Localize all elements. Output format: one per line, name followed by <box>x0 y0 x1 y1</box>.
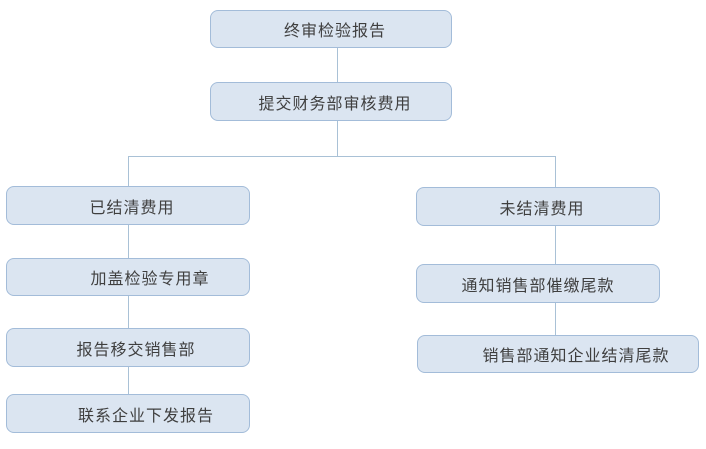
flow-node-label: 通知销售部催缴尾款 <box>461 277 615 295</box>
flow-node-submit-finance-fee-review: 提交财务部审核费用 <box>210 82 452 121</box>
flow-node-contact-enterprise-issue-report: 联系企业下发报告 <box>6 394 250 433</box>
connector-notify-to-settleup <box>555 303 556 335</box>
flow-node-label: 已结清费用 <box>89 199 175 217</box>
connector-branch-to-settled <box>128 156 129 186</box>
flow-node-report-transfer-sales: 报告移交销售部 <box>6 328 250 367</box>
flow-node-label: 销售部通知企业结清尾款 <box>482 348 670 365</box>
flow-node-final-inspection-report: 终审检验报告 <box>210 10 452 48</box>
flow-node-label: 报告移交销售部 <box>76 341 196 359</box>
flow-node-stamp-inspection-seal: 加盖检验专用章 <box>6 258 250 296</box>
connector-stamp-to-transfer <box>128 296 129 328</box>
flow-node-label: 终审检验报告 <box>283 23 386 40</box>
connector-report-to-submit <box>337 48 338 82</box>
flow-node-fees-settled: 已结清费用 <box>6 186 250 225</box>
flow-node-label: 加盖检验专用章 <box>90 271 210 288</box>
flow-node-label: 未结清费用 <box>499 200 585 218</box>
flow-node-label: 提交财务部审核费用 <box>258 95 412 113</box>
connector-branch-to-unsettled <box>555 156 556 187</box>
flow-node-label: 联系企业下发报告 <box>77 407 214 425</box>
flow-node-fees-unsettled: 未结清费用 <box>416 187 660 226</box>
connector-settled-to-stamp <box>128 225 129 258</box>
flow-node-notify-sales-collect-balance: 通知销售部催缴尾款 <box>416 264 660 303</box>
connector-branch-horizontal <box>128 156 556 157</box>
flow-node-sales-notify-enterprise-settle: 销售部通知企业结清尾款 <box>417 335 699 373</box>
connector-unsettled-to-notify <box>555 226 556 264</box>
connector-transfer-to-contact <box>128 367 129 394</box>
connector-submit-to-branch <box>337 121 338 156</box>
